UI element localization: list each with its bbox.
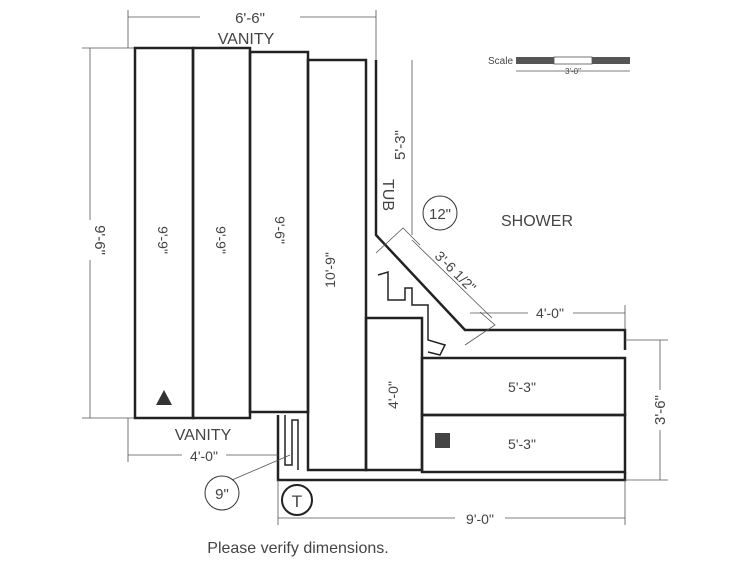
slab-label: 9'-6"	[272, 216, 288, 244]
callout-12-label: 12"	[429, 206, 451, 223]
shower-label: SHOWER	[501, 213, 573, 230]
dim-shower-width-label: 4'-0"	[536, 305, 564, 321]
callout-12-circle	[422, 195, 458, 231]
slab[interactable]: 4'-0"	[364, 316, 424, 472]
callout-9-circle	[204, 475, 240, 511]
slab-label: 4'-0"	[385, 381, 401, 409]
slab-label: 5'-3"	[508, 379, 536, 395]
dim-right-height-label: 3'-6"	[652, 395, 669, 425]
slab[interactable]: 9'-6"	[248, 50, 310, 414]
slab-label: 10'-9"	[322, 252, 338, 288]
slab-label: 9'-9"	[213, 226, 229, 254]
slab-label: 9'-9"	[155, 226, 171, 254]
slab[interactable]: 5'-3"	[420, 356, 627, 417]
callout-9-label: 9"	[215, 486, 229, 503]
toilet-circle	[281, 484, 313, 516]
toilet-label: T	[292, 492, 302, 511]
slab[interactable]: 9'-9"	[191, 46, 252, 420]
dim-tub-height-label: 5'-3"	[392, 130, 409, 160]
slab-label: 5'-3"	[508, 436, 536, 452]
dim-left-height: 9'-6"	[80, 47, 135, 419]
slab[interactable]: 5'-3"	[420, 413, 627, 474]
tub-label: TUB	[379, 179, 396, 211]
dim-top-width-label: 6'-6"	[235, 10, 265, 27]
dim-vanity-width-label: 4'-0"	[190, 448, 218, 464]
dim-left-height-label: 9'-6"	[91, 225, 108, 255]
scale-bar: Scale 3'-0"	[488, 56, 630, 76]
wall-notch	[377, 270, 447, 356]
vanity-notch	[284, 415, 299, 470]
dim-bottom-width-label: 9'-0"	[466, 511, 494, 527]
triangle-marker-icon	[156, 390, 172, 405]
tub-shower-outline	[276, 60, 627, 482]
slab[interactable]: 10'-9"	[306, 58, 368, 472]
dim-top-width: 6'-6"	[127, 8, 377, 60]
scale-length: 3'-0"	[565, 67, 581, 76]
vanity-top-label: VANITY	[218, 31, 275, 48]
vanity-bottom-label: VANITY	[175, 427, 232, 444]
slab[interactable]: 9'-9"	[133, 46, 195, 420]
verify-note: Please verify dimensions.	[207, 540, 388, 557]
dim-diagonal-label: 3'-6 1/2"	[432, 248, 480, 296]
square-marker-icon	[435, 433, 450, 448]
scale-label: Scale	[488, 56, 513, 67]
